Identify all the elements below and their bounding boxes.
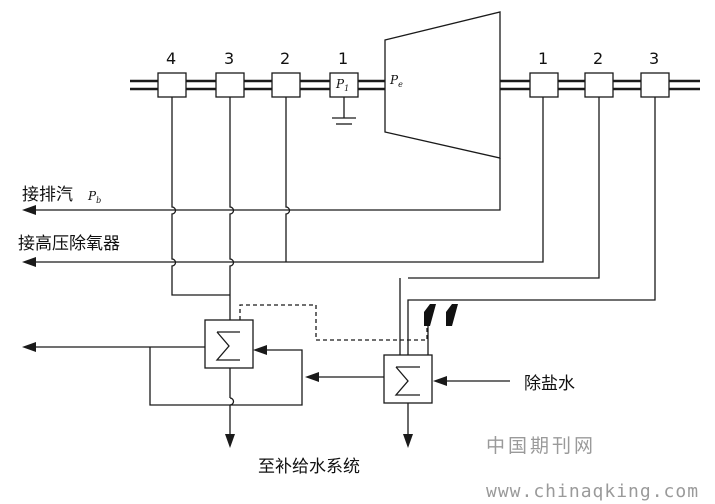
label-deaerator: 接高压除氧器 bbox=[18, 234, 120, 254]
ground-symbol bbox=[332, 97, 356, 125]
pressure-label-p1: P1 bbox=[335, 77, 349, 93]
extraction-number-right-1: 1 bbox=[538, 49, 548, 68]
valve-box-right-2 bbox=[584, 72, 614, 98]
valve-box-right-3 bbox=[640, 72, 670, 98]
extraction-number-left-4: 4 bbox=[166, 49, 176, 68]
extraction-line-right-3 bbox=[407, 97, 656, 355]
heat-exchanger-left bbox=[204, 295, 254, 448]
heat-exchanger-right bbox=[383, 354, 510, 448]
valve-box-left-3 bbox=[215, 72, 245, 98]
extraction-number-left-1: 1 bbox=[338, 49, 348, 68]
extraction-number-left-2: 2 bbox=[280, 49, 290, 68]
extraction-number-right-3: 3 bbox=[649, 49, 659, 68]
label-makeup-system: 至补给水系统 bbox=[258, 457, 360, 477]
label-exhaust: 接排汽 bbox=[22, 185, 73, 205]
valve-box-left-1 bbox=[329, 72, 359, 98]
dashed-control-line bbox=[239, 304, 428, 341]
extraction-lines-left bbox=[171, 97, 291, 296]
label-exhaust-pressure: Pb bbox=[87, 189, 101, 205]
watermark-url: www.chinaqking.com bbox=[486, 481, 699, 502]
exhaust-line bbox=[22, 158, 501, 215]
cooling-loop bbox=[22, 342, 384, 406]
valve-pair-icon bbox=[424, 304, 458, 360]
valve-box-right-1 bbox=[529, 72, 559, 98]
pressure-label-pe: Pe bbox=[389, 73, 403, 89]
extraction-number-left-3: 3 bbox=[224, 49, 234, 68]
deaerator-line bbox=[22, 97, 600, 279]
valve-box-left-2 bbox=[271, 72, 301, 98]
extraction-number-right-2: 2 bbox=[593, 49, 603, 68]
label-demineralized-water: 除盐水 bbox=[524, 374, 575, 394]
watermark-cn: 中国期刊网 bbox=[486, 435, 596, 457]
valve-box-left-4 bbox=[157, 72, 187, 98]
